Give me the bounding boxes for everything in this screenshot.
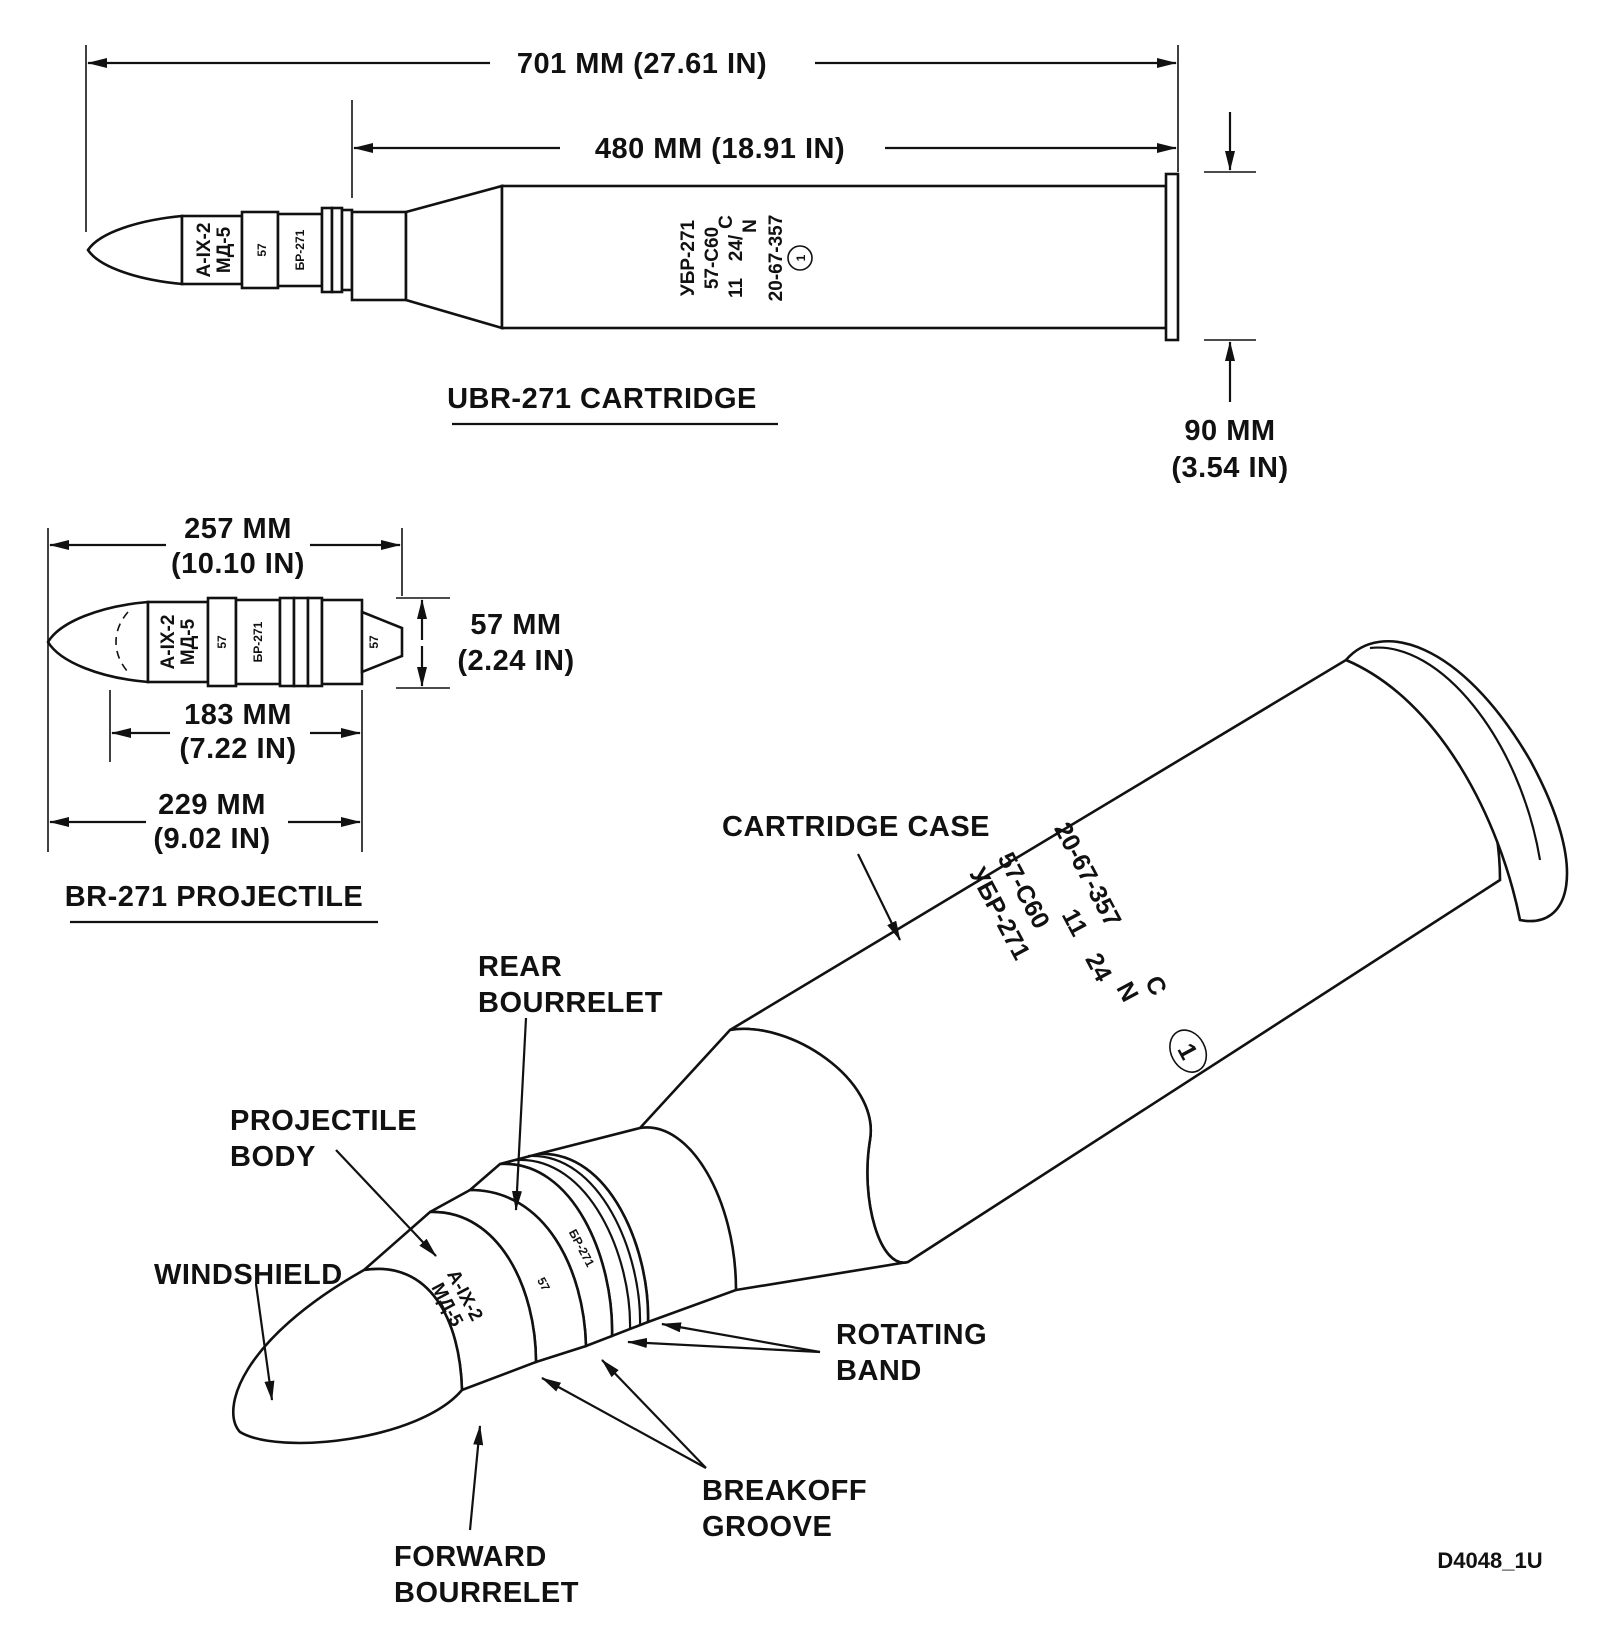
label-rotating-band-2: BAND	[836, 1355, 922, 1387]
iso-case-rim	[1343, 639, 1569, 923]
rim-diameter-in: (3.54 IN)	[1171, 452, 1288, 484]
isometric-view: УБР-271 57-С60 11 24 N С 20-67-357 1	[154, 639, 1569, 1609]
label-cartridge-case: CARTRIDGE CASE	[722, 811, 990, 843]
proj-body-mm: 183 MM	[184, 699, 292, 731]
proj-side-mark-caliber: 57	[215, 635, 229, 649]
iso-projectile: А-IX-2 МД-5 57 БР-271	[232, 1126, 738, 1445]
proj-body-in: (7.22 IN)	[179, 733, 296, 765]
rotating-band-2	[330, 206, 344, 294]
cartridge-outline: А-IX-2 МД-5 57 БР-271 УБР-271 57-С60 11 …	[86, 172, 1180, 342]
iso-rotating-band-line-1	[515, 1158, 632, 1331]
proj-body-1	[146, 600, 210, 684]
rear-bourrelet-section	[340, 208, 354, 292]
label-rear-bourrelet-2: BOURRELET	[478, 987, 663, 1019]
projectile-title: BR-271 PROJECTILE	[65, 881, 364, 913]
case-shoulder	[404, 184, 504, 330]
leader-projectile-body	[335, 1149, 437, 1257]
proj-side-mark-1: А-IX-2	[158, 615, 179, 670]
leader-breakoff-groove-2	[601, 1359, 707, 1469]
label-rear-bourrelet-1: REAR	[478, 951, 562, 983]
case-mark-n: N	[740, 219, 761, 233]
proj-band-3	[306, 596, 324, 688]
leader-cartridge-case	[857, 853, 901, 941]
label-rotating-band-1: ROTATING	[836, 1319, 987, 1351]
projectile-body-section	[180, 214, 244, 286]
case-mark-24: 24/	[726, 234, 747, 261]
projectile-outline: А-IX-2 МД-5 57 БР-271 57	[46, 596, 404, 688]
case-mark-11: 11	[726, 278, 747, 299]
leader-rear-bourrelet	[511, 1017, 528, 1211]
projectile-side-view: 257 MM (10.10 IN) 57 MM (2.24 IN) 183 MM…	[46, 513, 574, 924]
case-mark-circle	[787, 245, 813, 271]
proj-band-1	[278, 596, 296, 688]
label-breakoff-groove-2: GROOVE	[702, 1511, 832, 1543]
proj-mark-caliber: 57	[255, 243, 269, 257]
leader-forward-bourrelet	[468, 1425, 484, 1531]
case-mark-c: С	[716, 215, 737, 229]
proj-band-2	[292, 596, 310, 688]
case-body	[500, 184, 1168, 330]
case-rim	[1164, 172, 1180, 342]
iso-case-rim-edge	[1369, 646, 1542, 861]
leader-rotating-band-2	[627, 1337, 821, 1354]
label-forward-bourrelet-1: FORWARD	[394, 1541, 547, 1573]
rim-diameter-mm: 90 MM	[1184, 415, 1275, 447]
proj-overall-in: (10.10 IN)	[171, 548, 305, 580]
iso-rotating-band-line-2	[527, 1154, 642, 1327]
iso-proj-mark-caliber: 57	[534, 1275, 553, 1294]
leader-breakoff-groove-1	[541, 1377, 707, 1469]
rotating-band-1	[320, 206, 334, 294]
proj-side-mark-base: 57	[367, 635, 381, 649]
proj-mark-line2: МД-5	[214, 226, 235, 273]
case-mark-circle-number: 1	[794, 254, 808, 261]
proj-ogive	[46, 600, 150, 684]
proj-rear-section	[320, 598, 364, 686]
label-projectile-body-2: BODY	[230, 1141, 316, 1173]
iso-case-mark-circle	[1169, 1029, 1208, 1073]
label-projectile-body-1: PROJECTILE	[230, 1105, 417, 1137]
proj-overall-mm: 257 MM	[184, 513, 292, 545]
case-marking-block: УБР-271 57-С60 11 24/ N С 20-67-357 1	[678, 215, 813, 302]
cartridge-title: UBR-271 CARTRIDGE	[447, 383, 757, 415]
iso-cartridge-case: УБР-271 57-С60 11 24 N С 20-67-357 1	[638, 639, 1569, 1292]
label-windshield: WINDSHIELD	[154, 1259, 343, 1291]
iso-windshield	[232, 1267, 464, 1445]
label-breakoff-groove-1: BREAKOFF	[702, 1475, 867, 1507]
proj-len-mm: 229 MM	[158, 789, 266, 821]
proj-windshield-hidden-line	[115, 611, 129, 673]
proj-dia-mm: 57 MM	[470, 609, 561, 641]
proj-len-in: (9.02 IN)	[153, 823, 270, 855]
case-neck	[350, 210, 408, 302]
proj-side-mark-type: БР-271	[251, 621, 265, 662]
case-mark-type: УБР-271	[678, 219, 699, 296]
proj-dia-in: (2.24 IN)	[457, 645, 574, 677]
leader-rotating-band-1	[661, 1322, 821, 1354]
proj-mark-type: БР-271	[293, 229, 307, 270]
figure-id: D4048_1U	[1437, 1548, 1542, 1573]
cartridge-side-view: 701 MM (27.61 IN) 480 MM (18.91 IN) 90 M…	[85, 45, 1288, 484]
case-mark-lot: 57-С60	[702, 227, 723, 289]
proj-mark-line1: А-IX-2	[194, 223, 215, 278]
case-mark-number: 20-67-357	[766, 215, 787, 302]
proj-boattail	[360, 610, 404, 674]
overall-length-label: 701 MM (27.61 IN)	[517, 48, 767, 80]
nose-ogive	[86, 214, 184, 286]
case-length-label: 480 MM (18.91 IN)	[595, 133, 845, 165]
label-forward-bourrelet-2: BOURRELET	[394, 1577, 579, 1609]
proj-side-mark-2: МД-5	[178, 618, 199, 665]
leader-windshield	[254, 1283, 275, 1401]
